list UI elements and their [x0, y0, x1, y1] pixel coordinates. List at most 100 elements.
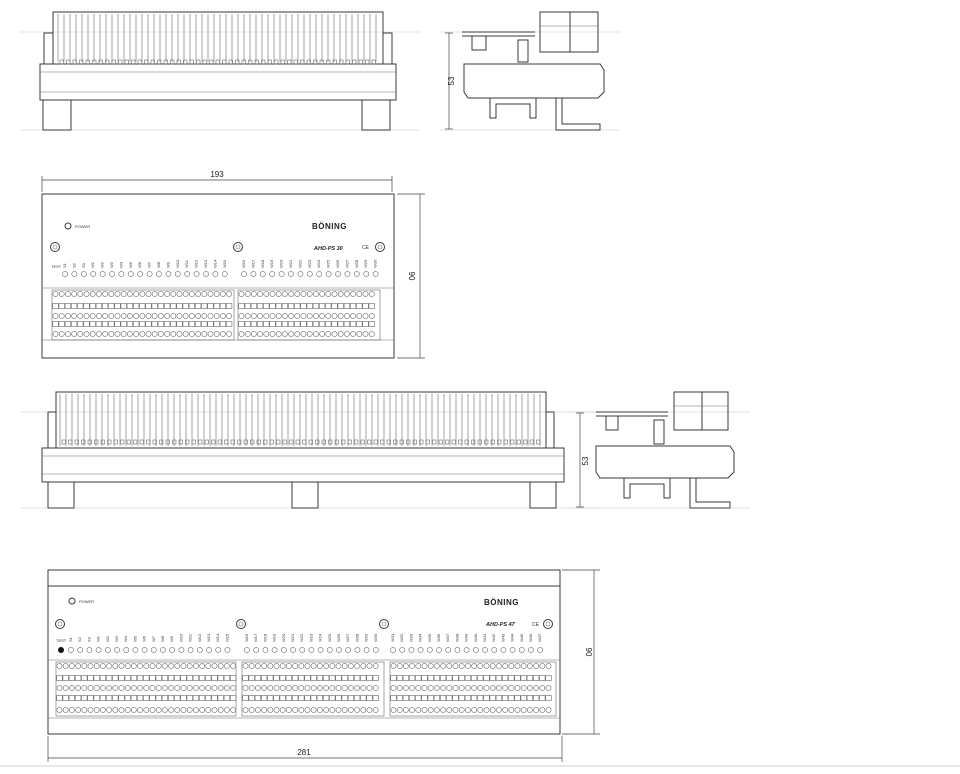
terminal-slot: [56, 695, 63, 701]
pin: [365, 59, 370, 65]
channel-label: W28: [354, 259, 359, 268]
terminal-screw: [219, 313, 226, 319]
pin: [74, 439, 79, 445]
terminal-slot: [157, 321, 165, 327]
terminal-screw: [366, 707, 373, 713]
terminal-slot: [230, 675, 237, 681]
terminal-screw: [149, 707, 156, 713]
terminal-slot: [62, 675, 69, 681]
pin: [425, 439, 430, 445]
terminal-screw: [89, 313, 96, 319]
terminal-screw: [139, 331, 146, 337]
terminal-screw: [248, 685, 255, 691]
terminal-slot: [477, 675, 484, 681]
terminal-slot: [139, 321, 146, 327]
terminal-screw: [65, 313, 71, 319]
terminal-slot: [207, 303, 214, 309]
pin: [347, 439, 352, 445]
terminal-screw: [304, 707, 311, 713]
terminal-slot: [207, 321, 214, 327]
pin: [124, 59, 129, 65]
pin: [497, 439, 502, 445]
terminal-slot: [248, 675, 255, 681]
pin: [471, 439, 476, 445]
terminal-slot: [170, 303, 177, 309]
terminal-screw: [108, 331, 115, 337]
terminal-screw: [157, 313, 164, 319]
terminal-slot: [77, 321, 84, 327]
pin: [196, 59, 201, 65]
pin: [373, 439, 378, 445]
ps47-cooling-fins: [59, 394, 541, 446]
terminal-slot: [263, 303, 270, 309]
channel-label: W13: [203, 259, 208, 268]
terminal-slot: [408, 695, 416, 701]
terminal-screw: [52, 331, 59, 337]
channel-label: W35: [427, 633, 432, 642]
terminal-screw: [329, 685, 336, 691]
channel-led: [156, 271, 162, 277]
terminal-slot: [281, 303, 289, 309]
pin: [159, 439, 164, 445]
channel-label: W15: [222, 259, 227, 268]
channel-label: W5: [132, 635, 137, 642]
terminal-screw: [81, 685, 88, 691]
terminal-screw: [489, 663, 496, 669]
terminal-slot: [349, 321, 357, 327]
channel-led: [454, 647, 461, 653]
terminal-screw: [75, 685, 81, 691]
pin: [256, 439, 261, 445]
terminal-slot: [260, 675, 268, 681]
channel-label: W42: [491, 633, 496, 642]
channel-label: S3: [81, 262, 86, 268]
terminal-slot: [256, 321, 264, 327]
terminal-slot: [217, 695, 224, 701]
terminal-screw: [180, 707, 187, 713]
channel-led: [353, 271, 360, 277]
channel-label: W4: [123, 635, 128, 642]
terminal-slot: [161, 695, 169, 701]
terminal-slot: [304, 675, 311, 681]
terminal-slot: [219, 321, 227, 327]
terminal-screw: [306, 313, 313, 319]
channel-label: W1: [96, 635, 101, 642]
channel-label: S2: [71, 262, 76, 268]
terminal-slot: [349, 303, 357, 309]
terminal-slot: [99, 695, 106, 701]
pin: [393, 439, 398, 445]
channel-led: [288, 271, 294, 277]
terminal-screw: [213, 291, 220, 297]
pin: [529, 439, 534, 445]
terminal-screw: [207, 331, 214, 337]
pin: [328, 439, 333, 445]
terminal-screw: [520, 663, 527, 669]
terminal-slot: [182, 321, 189, 327]
pin: [163, 59, 168, 65]
terminal-screw: [446, 663, 453, 669]
ps47-screw-mid-a: [236, 619, 246, 629]
terminal-screw: [263, 291, 270, 297]
terminal-screw: [354, 685, 360, 691]
terminal-screw: [335, 663, 342, 669]
channel-label: W20: [281, 633, 286, 642]
terminal-screw: [244, 331, 251, 337]
terminal-slot: [291, 675, 299, 681]
terminal-screw: [242, 685, 249, 691]
pin: [204, 439, 209, 445]
terminal-screw: [77, 331, 84, 337]
terminal-slot: [62, 695, 69, 701]
ps30-din-foot-right: [361, 99, 391, 131]
terminal-screw: [514, 707, 521, 713]
pin: [217, 439, 222, 445]
terminal-screw: [464, 685, 471, 691]
terminal-slot: [130, 675, 138, 681]
channel-label: W8: [156, 261, 161, 268]
pin: [202, 59, 207, 65]
terminal-screw: [69, 663, 75, 669]
terminal-screw: [316, 685, 323, 691]
terminal-screw: [157, 331, 164, 337]
terminal-slot: [201, 321, 208, 327]
terminal-screw: [433, 707, 440, 713]
terminal-screw: [81, 663, 88, 669]
terminal-screw: [269, 291, 276, 297]
